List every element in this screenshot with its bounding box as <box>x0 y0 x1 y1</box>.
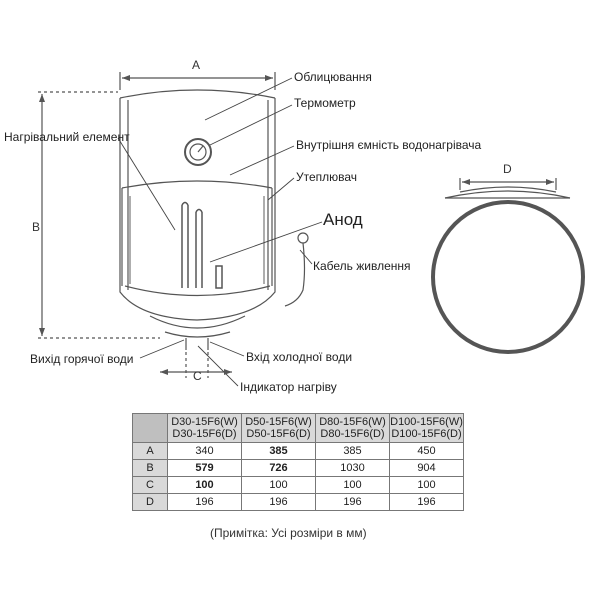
dimensions-table: D30-15F6(W)D30-15F6(D) D50-15F6(W)D50-15… <box>132 413 464 511</box>
dimension-d-label: D <box>503 162 512 176</box>
table-header-model: D50-15F6(W)D50-15F6(D) <box>241 413 316 443</box>
table-row-label: B <box>132 459 168 477</box>
power-cable <box>284 232 309 307</box>
label-cold-water-inlet: Вхід холодної води <box>246 350 353 364</box>
table-corner-cell <box>132 413 168 443</box>
table-cell: 726 <box>241 459 316 477</box>
label-hot-water-outlet: Вихід горячої води <box>30 352 134 366</box>
table-cell: 100 <box>315 476 390 494</box>
table-header-row: D30-15F6(W)D30-15F6(D) D50-15F6(W)D50-15… <box>132 413 464 443</box>
dimension-a-label: A <box>192 58 201 72</box>
table-header-model: D100-15F6(W)D100-15F6(D) <box>389 413 464 443</box>
label-thermometer: Термометр <box>294 96 356 110</box>
dimension-b-label: B <box>32 220 41 234</box>
table-cell: 196 <box>167 493 242 511</box>
table-cell: 196 <box>389 493 464 511</box>
dimension-b-line <box>38 91 160 339</box>
heater-body <box>119 89 276 338</box>
table-cell: 196 <box>315 493 390 511</box>
table-cell: 340 <box>167 442 242 460</box>
heating-element <box>181 201 203 288</box>
table-row: A 340 385 385 450 <box>132 442 464 460</box>
dimension-a-line <box>119 72 276 90</box>
table-row-label: C <box>132 476 168 494</box>
label-anode: Анод <box>323 210 363 229</box>
label-casing: Облицювання <box>294 70 372 84</box>
top-view-circle <box>431 178 585 354</box>
table-row: C 100 100 100 100 <box>132 476 464 494</box>
table-header-model: D80-15F6(W)D80-15F6(D) <box>315 413 390 443</box>
dimension-c-line <box>160 352 232 378</box>
dimensions-note: (Примітка: Усі розміри в мм) <box>210 526 367 540</box>
table-cell: 100 <box>241 476 316 494</box>
label-inner-tank: Внутрішня ємність водонагрівача <box>296 138 482 152</box>
label-insulation: Утеплювач <box>296 170 358 184</box>
table-cell: 385 <box>241 442 316 460</box>
label-heating-element: Нагрівальний елемент <box>4 130 130 144</box>
label-power-cable: Кабель живлення <box>313 259 411 273</box>
table-row-label: A <box>132 442 168 460</box>
table-header-model: D30-15F6(W)D30-15F6(D) <box>167 413 242 443</box>
thermometer-dial <box>184 138 212 166</box>
table-cell: 904 <box>389 459 464 477</box>
table-row: D 196 196 196 196 <box>132 493 464 511</box>
table-cell: 1030 <box>315 459 390 477</box>
table-cell: 385 <box>315 442 390 460</box>
table-cell: 579 <box>167 459 242 477</box>
table-row: B 579 726 1030 904 <box>132 459 464 477</box>
dimension-c-label: C <box>193 369 202 383</box>
table-cell: 196 <box>241 493 316 511</box>
table-cell: 100 <box>389 476 464 494</box>
label-heating-indicator: Індикатор нагріву <box>240 380 337 394</box>
anode-rod <box>215 265 223 289</box>
water-pipes <box>185 338 209 350</box>
leader-lines <box>117 77 323 387</box>
table-cell: 100 <box>167 476 242 494</box>
table-row-label: D <box>132 493 168 511</box>
table-cell: 450 <box>389 442 464 460</box>
